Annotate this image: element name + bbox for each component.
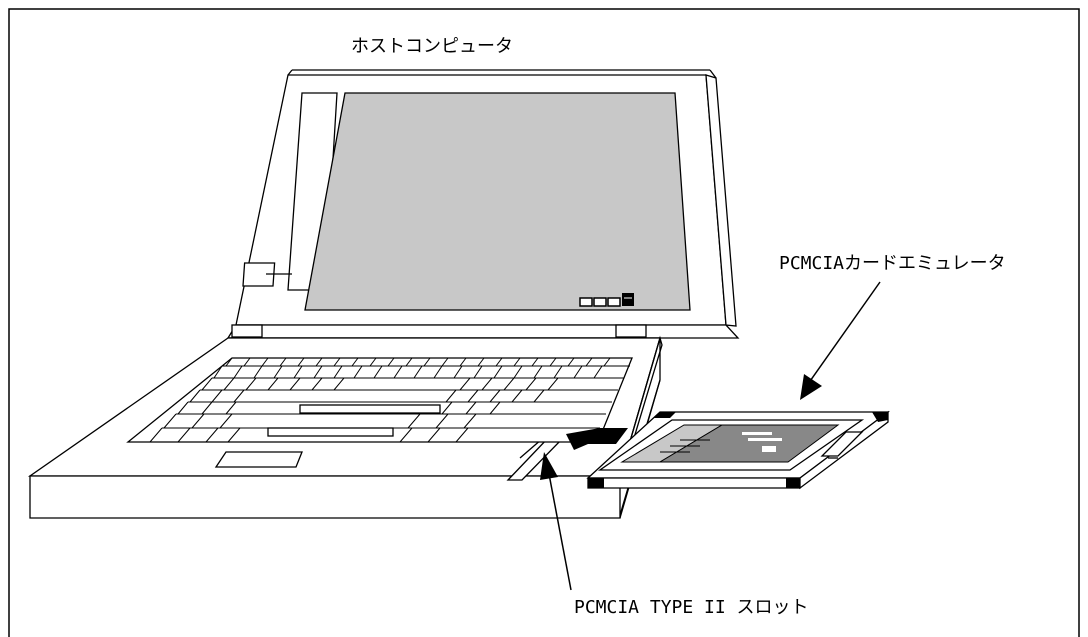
laptop-touchpad <box>214 451 303 468</box>
laptop-screen <box>304 92 691 311</box>
diagram-border <box>8 8 1080 637</box>
slot-pointer <box>540 452 572 591</box>
card-label <box>658 424 840 463</box>
laptop-base-front <box>29 475 621 519</box>
host-computer-label: ホストコンピュータ <box>351 36 513 57</box>
pcmcia-card-emulator <box>586 410 890 490</box>
laptop-hinge <box>226 324 740 339</box>
insert-arrow <box>566 428 628 450</box>
laptop-keyboard <box>126 357 633 443</box>
card-emulator-label: PCMCIAカードエミュレータ <box>779 253 1006 274</box>
card-emulator-pointer <box>800 281 881 400</box>
laptop-logo <box>579 293 634 307</box>
type2-slot-label: PCMCIA TYPE II スロット <box>574 597 809 618</box>
